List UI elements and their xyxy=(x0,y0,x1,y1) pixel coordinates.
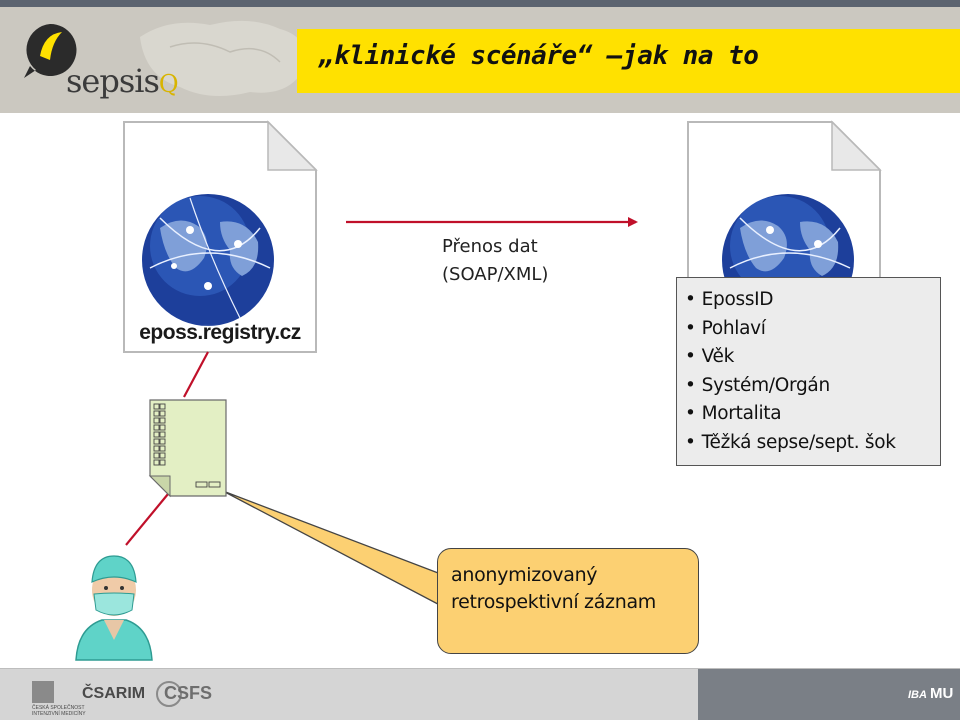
surgeon-icon xyxy=(75,555,153,661)
transfer-line-2: (SOAP/XML) xyxy=(442,264,549,285)
note-line-1: anonymizovaný xyxy=(451,564,598,586)
footer: ČSARIM ČESKÁ SPOLEČNOST INTENZIVNÍ MEDIC… xyxy=(0,668,960,720)
title-bar: „klinické scénáře“ –jak na to xyxy=(297,29,960,93)
right-document xyxy=(684,118,884,293)
field-item: Těžká sepse/sept. šok xyxy=(685,429,932,458)
mu-logo: MU xyxy=(930,685,954,702)
top-strip xyxy=(0,0,960,7)
field-item: Věk xyxy=(685,343,932,372)
fields-box: EpossID Pohlaví Věk Systém/Orgán Mortali… xyxy=(676,277,941,466)
header: „klinické scénáře“ –jak na to xyxy=(0,7,960,113)
surgeon-to-record-line xyxy=(125,493,169,546)
sepsisq-logo-icon xyxy=(24,23,77,78)
csarim-logo-icon xyxy=(32,681,54,703)
paper-form-icon xyxy=(148,399,227,498)
logo-text: sepsisQ xyxy=(66,62,179,100)
note-pointer xyxy=(222,490,454,614)
note-callout: anonymizovaný retrospektivní záznam xyxy=(437,548,699,654)
left-document: eposs.registry.cz xyxy=(120,118,320,358)
globe-document-icon xyxy=(123,120,318,353)
transfer-line-1: Přenos dat xyxy=(442,236,538,257)
record-to-server-line xyxy=(183,351,209,398)
field-item: EpossID xyxy=(685,286,932,315)
field-item: Systém/Orgán xyxy=(685,372,932,401)
page-title: „klinické scénáře“ –jak na to xyxy=(319,41,759,71)
globe-document-icon xyxy=(687,120,882,293)
left-document-label: eposs.registry.cz xyxy=(139,321,301,344)
note-line-2: retrospektivní záznam xyxy=(451,591,657,613)
csarim-logo-text: ČSARIM xyxy=(82,685,146,702)
csarim-sub-1: ČESKÁ SPOLEČNOST xyxy=(32,705,85,711)
csfs-logo-text: CSFS xyxy=(164,683,213,703)
transfer-label: Přenos dat (SOAP/XML) xyxy=(442,233,548,289)
map-decoration xyxy=(140,20,306,96)
iba-logo: IBA xyxy=(908,689,927,701)
csarim-sub-2: INTENZIVNÍ MEDICÍNY xyxy=(32,711,86,717)
csfs-logo-icon xyxy=(156,681,182,707)
fields-list: EpossID Pohlaví Věk Systém/Orgán Mortali… xyxy=(685,286,932,457)
footer-right-panel: IBA MU xyxy=(698,669,960,720)
field-item: Pohlaví xyxy=(685,315,932,344)
field-item: Mortalita xyxy=(685,400,932,429)
